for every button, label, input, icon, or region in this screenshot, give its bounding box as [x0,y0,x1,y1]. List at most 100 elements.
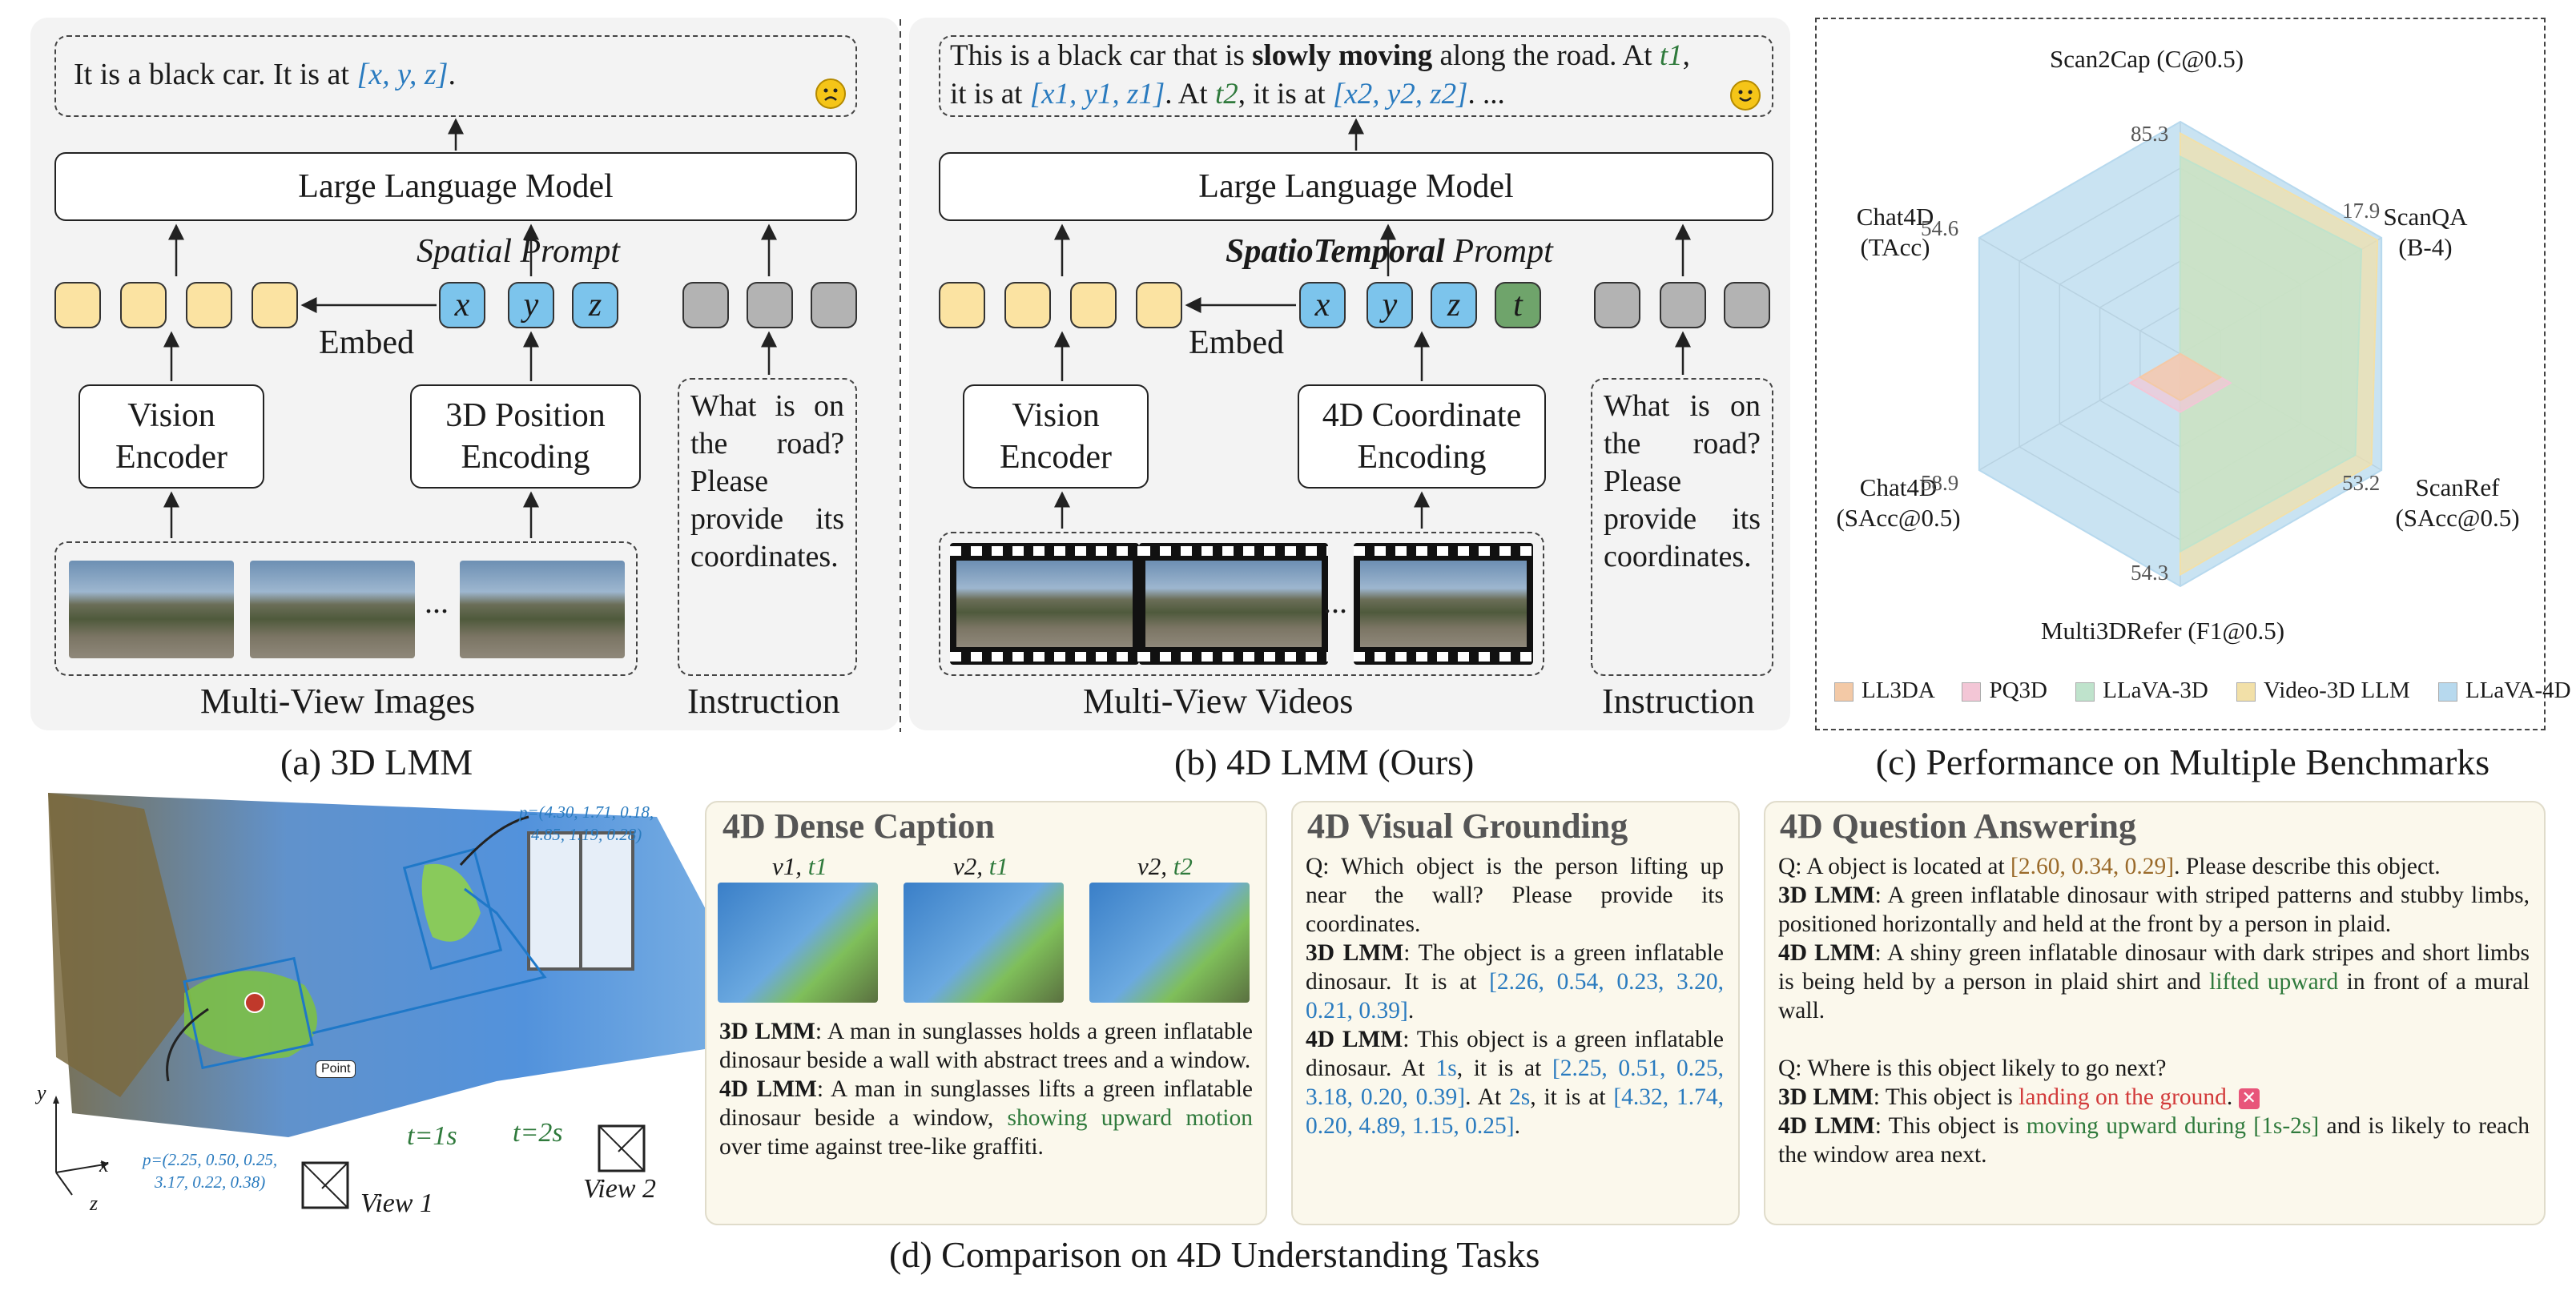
panel-b-embed-label: Embed [1189,324,1284,361]
grounding-text: Q: Which object is the person lifting up… [1306,854,1725,1139]
radar-axis-label-multi3drefer: Multi3DRefer (F1@0.5) [2040,617,2285,645]
ellipsis: ... [1323,584,1347,620]
legend-swatch [2236,682,2256,702]
panel-a-output-text: It is a black car. It is at [x, y, z]. [74,58,456,91]
caption-frame [904,883,1064,1003]
point-tag: Point [316,1060,356,1078]
axes-icon [53,1096,109,1196]
wrong-x-icon: ✕ [2238,1088,2260,1110]
panel-c-caption: (c) Performance on Multiple Benchmarks [1875,742,2490,782]
view1-label: View 1 [360,1188,433,1218]
panel-a-text-token [747,282,793,328]
panel-b-visual-token [1070,282,1117,328]
legend-swatch [2075,682,2095,702]
video-clip [1354,543,1533,665]
panel-b-visual-token [1136,282,1182,328]
panel-a-visual-token [120,282,167,328]
panel-a-output-box [54,35,857,117]
panel-a-token-x: x [439,282,485,328]
panel-a-token-z: z [572,282,618,328]
panel-b-coordinate-encoding: 4D Coordinate Encoding [1298,384,1546,489]
panel-c-frame [1815,18,2546,730]
panel-b-text-token [1660,282,1706,328]
panel-a-visual-token [54,282,101,328]
radar-max-label: 85.3 [2131,122,2169,146]
panel-b-videos-box [939,532,1544,676]
view-image [250,561,415,658]
panel-a-position-encoding: 3D Position Encoding [410,384,641,489]
video-clip [950,543,1139,665]
panel-a-visual-token [186,282,232,328]
panel-a-llm-box: Large Language Model [54,152,857,221]
panel-a-instruction-label: Instruction [687,682,840,721]
panel-a-embed-label: Embed [319,324,414,361]
grounding-card [1291,801,1740,1225]
panel-b-vision-encoder: Vision Encoder [963,384,1149,489]
frame-label: v2, t1 [953,852,1008,880]
legend-swatch [1962,682,1982,702]
panel-b-arrows [1054,118,1691,529]
smile-face-icon [1730,80,1761,111]
panel-b-instruction-text: What is on the road? Please provide its … [1604,389,1761,573]
radar-max-label: 58.9 [1921,471,1959,495]
panel-b-caption: (b) 4D LMM (Ours) [1174,742,1475,782]
radar-series-ll3da [2138,352,2223,402]
qa-text: Q: A object is located at [2.60, 0.34, 0… [1778,854,2530,1168]
legend-item: PQ3D [1962,678,2047,703]
t2s-label: t=2s [513,1118,563,1148]
panel-b-token-x: x [1299,282,1346,328]
legend-item: LLaVA-3D [2075,678,2208,703]
dense-caption-text: 3D LMM: A man in sunglasses holds a gree… [719,1019,1254,1160]
panel-a-text-token [682,282,729,328]
panel-b-videos-label: Multi-View Videos [1083,682,1354,721]
legend-swatch [2438,682,2457,702]
sad-face-icon [815,78,846,109]
panel-a-images-label: Multi-View Images [200,682,476,721]
panel-b-visual-token [1004,282,1051,328]
panel-a-prompt-label: Spatial Prompt [417,233,620,270]
panel-a-images-box [54,541,638,676]
panel-b-visual-token [939,282,985,328]
radar-max-label: 54.6 [1921,216,1959,240]
ellipsis: ... [425,584,449,620]
p-top-label: p=(4.30, 1.71, 0.18, 4.85, 1.19, 0.28) [519,802,654,844]
legend-item: Video-3D LLM [2236,678,2410,703]
dense-caption-card [705,801,1267,1225]
panel-b-token-t: t [1495,282,1541,328]
radar-chart [1978,120,2383,588]
panel-b-prompt-label: SpatioTemporal Prompt [1226,233,1553,270]
grounding-title: 4D Visual Grounding [1307,806,1628,846]
qa-title: 4D Question Answering [1780,806,2136,846]
radar-max-label: 54.3 [2131,561,2169,585]
panel-b-instruction-label: Instruction [1602,682,1755,721]
axis-x-label: x [99,1153,109,1176]
radar-axis-label-scanqa: ScanQA (B-4) [2383,203,2468,261]
t1s-label: t=1s [407,1121,457,1151]
panel-b-output-box [939,35,1773,117]
axis-z-label: z [90,1192,99,1215]
radar-axis-label-chat4d-tacc: Chat4D (TAcc) [1856,203,1934,261]
panel-a-instruction-box [678,378,857,676]
radar-max-label: 17.9 [2342,199,2381,223]
view-image [69,561,234,658]
view2-label: View 2 [583,1174,656,1204]
panel-a-caption: (a) 3D LMM [280,742,473,782]
radar-legend: LL3DA PQ3D LLaVA-3D Video-3D LLM LLaVA-4… [1834,678,2571,704]
frame-label: v1, t1 [772,852,827,880]
camera-view2-icon [598,1124,646,1172]
panel-b-text-token [1594,282,1640,328]
scene-image [48,793,737,1145]
legend-item: LL3DA [1834,678,1934,703]
video-clip [1139,543,1328,665]
caption-frame [718,883,878,1003]
panel-divider [900,19,901,732]
panel-b-token-y: y [1366,282,1413,328]
radar-axis-label-scan2cap: Scan2Cap (C@0.5) [2049,45,2244,73]
radar-axis-label-chat4d-sacc: Chat4D (SAcc@0.5) [1836,473,1961,532]
qa-card [1764,801,2546,1225]
panel-a-visual-token [252,282,298,328]
radar-max-label: 53.2 [2342,471,2381,495]
dense-caption-title: 4D Dense Caption [722,806,995,846]
camera-view1-icon [301,1161,349,1209]
panel-d-caption: (d) Comparison on 4D Understanding Tasks [889,1234,1540,1275]
